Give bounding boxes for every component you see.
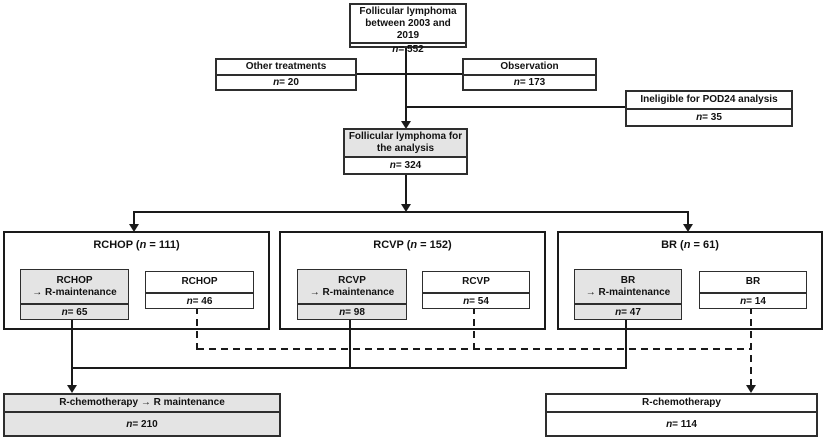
rcvp-group-title: RCVP (n = 152) <box>281 239 544 251</box>
arrowhead-onto-distribution <box>401 204 411 212</box>
n-symbol: n <box>740 295 747 307</box>
connector-other-observation <box>357 73 462 75</box>
enrollment-box: Follicular lymphoma between 2003 and 201… <box>349 3 467 55</box>
n-value: = 552 <box>398 44 424 56</box>
rcvp-group-box: RCVP (n = 152) RCVP → R-maintenance n = … <box>279 231 546 330</box>
enrollment-n: n = 552 <box>351 44 465 55</box>
n-symbol: n <box>410 239 418 251</box>
outcome-maintenance-n: n = 210 <box>5 413 279 435</box>
distribution-line <box>133 211 689 213</box>
n-value: = 35 <box>702 112 722 123</box>
observation-n: n = 173 <box>464 76 595 89</box>
analysis-title: Follicular lymphoma for the analysis <box>345 130 466 158</box>
rcvp-maintenance-box: RCVP → R-maintenance n = 98 <box>297 269 407 320</box>
group-title-pre: BR ( <box>661 239 684 251</box>
observation-title: Observation <box>464 60 595 76</box>
arrowhead-into-outcome-maintenance <box>67 385 77 393</box>
rcvp-only-title: RCVP <box>423 272 529 294</box>
n-value: = 65 <box>67 306 88 318</box>
n-symbol: n <box>126 418 133 430</box>
n-value: = 47 <box>621 306 641 318</box>
br-maintenance-title: BR → R-maintenance <box>575 270 681 305</box>
n-symbol: n <box>186 295 193 307</box>
connector-analysis-down <box>405 175 407 206</box>
outcome-chemo-n: n = 114 <box>547 413 816 435</box>
n-symbol: n <box>683 239 691 251</box>
rcvp-maintenance-n: n = 98 <box>298 305 406 319</box>
rchop-maintenance-n: n = 65 <box>21 305 128 319</box>
group-title-post: = 111) <box>146 239 180 251</box>
ineligible-box: Ineligible for POD24 analysis n = 35 <box>625 90 793 127</box>
n-symbol: n <box>666 418 673 430</box>
connector-br-only-dashed <box>750 307 752 386</box>
rchop-only-box: RCHOP n = 46 <box>145 271 254 309</box>
n-symbol: n <box>61 306 68 318</box>
other-treatments-title: Other treatments <box>217 60 355 76</box>
br-maintenance-box: BR → R-maintenance n = 47 <box>574 269 682 320</box>
group-title-pre: RCHOP ( <box>93 239 140 251</box>
rchop-only-n: n = 46 <box>146 294 253 308</box>
connector-rchop-maintenance-down <box>71 318 73 386</box>
outcome-maintenance-title: R-chemotherapy → R maintenance <box>5 395 279 413</box>
rchop-only-title: RCHOP <box>146 272 253 294</box>
n-symbol: n <box>463 295 470 307</box>
connector-top-vertical <box>405 48 407 124</box>
n-symbol: n <box>696 112 703 123</box>
group-title-pre: RCVP ( <box>373 239 411 251</box>
connector-rcvp-maintenance-down <box>349 318 351 369</box>
connector-to-ineligible <box>406 106 625 108</box>
ineligible-title: Ineligible for POD24 analysis <box>627 92 791 110</box>
br-only-title: BR <box>700 272 806 294</box>
rchop-maintenance-title: RCHOP → R-maintenance <box>21 270 128 305</box>
n-value: = 46 <box>192 295 213 307</box>
br-only-n: n = 14 <box>700 294 806 308</box>
arrowhead-into-analysis <box>401 121 411 129</box>
n-value: = 14 <box>746 295 766 307</box>
br-group-title: BR (n = 61) <box>559 239 821 251</box>
rcvp-only-box: RCVP n = 54 <box>422 271 530 309</box>
br-group-box: BR (n = 61) BR → R-maintenance n = 47 BR… <box>557 231 823 330</box>
connector-br-maintenance-down <box>625 318 627 369</box>
other-treatments-box: Other treatments n = 20 <box>215 58 357 91</box>
n-symbol: n <box>339 306 346 318</box>
n-value: = 20 <box>279 77 299 88</box>
n-symbol: n <box>513 77 520 88</box>
rchop-group-box: RCHOP (n = 111) RCHOP → R-maintenance n … <box>3 231 270 330</box>
br-only-box: BR n = 14 <box>699 271 807 309</box>
rchop-maintenance-box: RCHOP → R-maintenance n = 65 <box>20 269 129 320</box>
n-symbol: n <box>273 77 280 88</box>
group-title-post: = 61) <box>690 239 719 251</box>
group-title-post: = 152) <box>417 239 452 251</box>
br-maintenance-n: n = 47 <box>575 305 681 319</box>
ineligible-n: n = 35 <box>627 110 791 125</box>
n-value: = 324 <box>395 159 422 171</box>
n-value: = 114 <box>672 418 697 430</box>
analysis-box: Follicular lymphoma for the analysis n =… <box>343 128 468 175</box>
n-symbol: n <box>615 306 622 318</box>
arrowhead-into-outcome-chemo <box>746 385 756 393</box>
enrollment-title: Follicular lymphoma between 2003 and 201… <box>351 5 465 45</box>
rchop-group-title: RCHOP (n = 111) <box>5 239 268 251</box>
outcome-chemo-title: R-chemotherapy <box>547 395 816 413</box>
connector-to-br-group <box>687 211 689 225</box>
outcome-chemo-box: R-chemotherapy n = 114 <box>545 393 818 437</box>
rcvp-maintenance-title: RCVP → R-maintenance <box>298 270 406 305</box>
n-value: = 54 <box>469 295 489 307</box>
arrowhead-into-br-group <box>683 224 693 232</box>
rcvp-only-n: n = 54 <box>423 294 529 308</box>
n-value: = 98 <box>345 306 365 318</box>
observation-box: Observation n = 173 <box>462 58 597 91</box>
n-symbol: n <box>139 239 147 251</box>
n-value: = 210 <box>132 418 158 430</box>
n-value: = 173 <box>519 77 546 88</box>
other-treatments-n: n = 20 <box>217 76 355 89</box>
connector-to-rchop-group <box>133 211 135 225</box>
outcome-maintenance-box: R-chemotherapy → R maintenance n = 210 <box>3 393 281 437</box>
analysis-n: n = 324 <box>345 158 466 173</box>
n-symbol: n <box>392 44 399 56</box>
arrowhead-into-rchop-group <box>129 224 139 232</box>
n-symbol: n <box>389 159 396 171</box>
